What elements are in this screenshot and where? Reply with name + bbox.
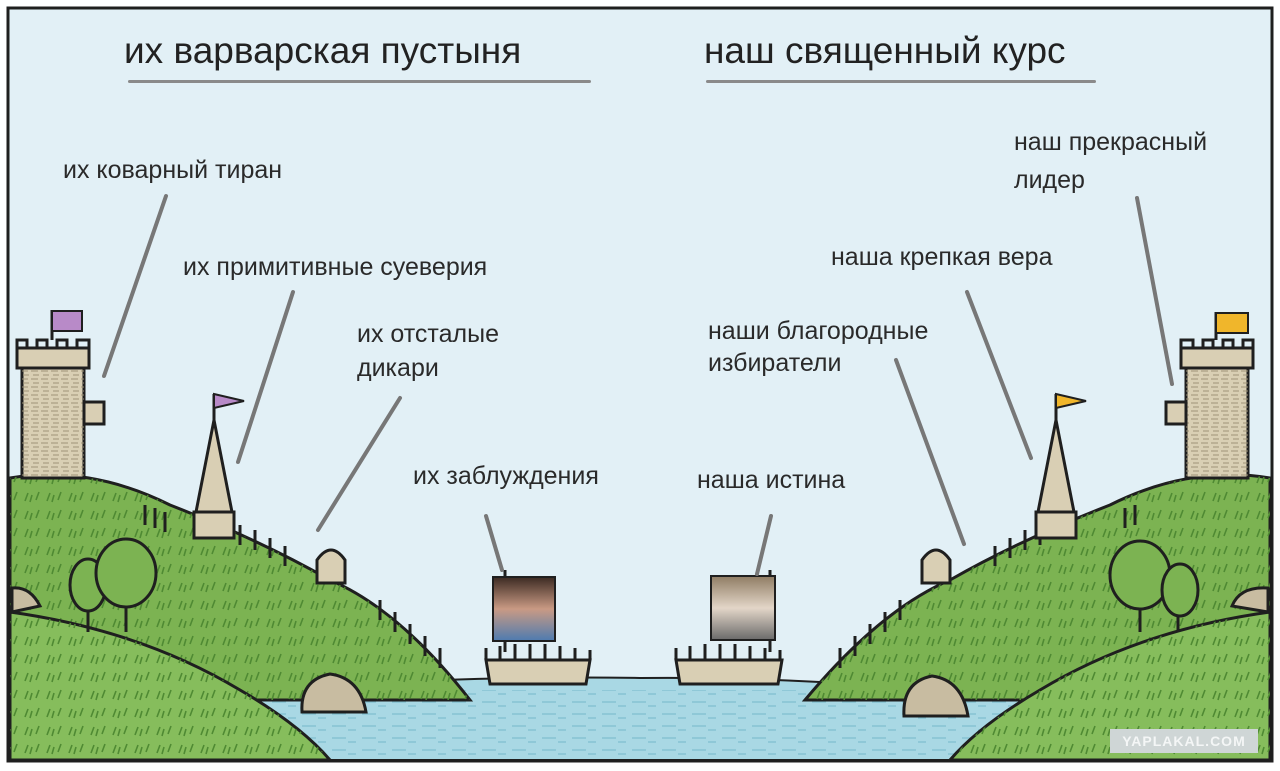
left-fence: [143, 505, 442, 668]
label-savages-line2: дикари: [357, 354, 439, 382]
label-voters-line2: избиратели: [708, 349, 842, 377]
left-hut: [315, 548, 347, 585]
left-spire: [192, 394, 236, 540]
label-leader-line1: наш прекрасный: [1014, 128, 1208, 156]
watermark: YAPLAKAL.COM: [1110, 729, 1258, 753]
left-spire-flag: [213, 392, 245, 410]
left-tower-flag: [51, 310, 83, 332]
right-tower: [1164, 312, 1255, 480]
heading-left: их варварская пустыня: [124, 30, 522, 71]
heading-right-underline: [706, 80, 1096, 83]
right-tower-flag: [1215, 312, 1249, 334]
label-superstitions: их примитивные суеверия: [183, 253, 488, 281]
right-boat-portrait: [710, 575, 776, 641]
left-hills: [8, 473, 474, 762]
left-tower: [15, 310, 106, 480]
label-savages-line1: их отсталые: [357, 320, 499, 348]
label-voters-line1: наши благородные: [708, 317, 929, 345]
rocks: [10, 586, 1270, 718]
left-boat-portrait: [492, 576, 556, 642]
heading-right: наш священный курс: [704, 30, 1066, 71]
pointer-lines: [102, 194, 1174, 576]
right-trees: [1108, 539, 1200, 632]
label-faith: наша крепкая вера: [831, 243, 1053, 271]
label-leader-line2: лидер: [1014, 166, 1085, 194]
label-tyrant: их коварный тиран: [63, 156, 283, 184]
left-trees: [68, 537, 158, 632]
heading-left-underline: [128, 80, 591, 83]
right-spire: [1034, 394, 1078, 540]
right-hut: [920, 548, 952, 585]
label-truth: наша истина: [697, 466, 846, 494]
right-spire-flag: [1055, 392, 1087, 410]
right-hills: [801, 473, 1272, 762]
label-delusions: их заблуждения: [413, 462, 599, 490]
